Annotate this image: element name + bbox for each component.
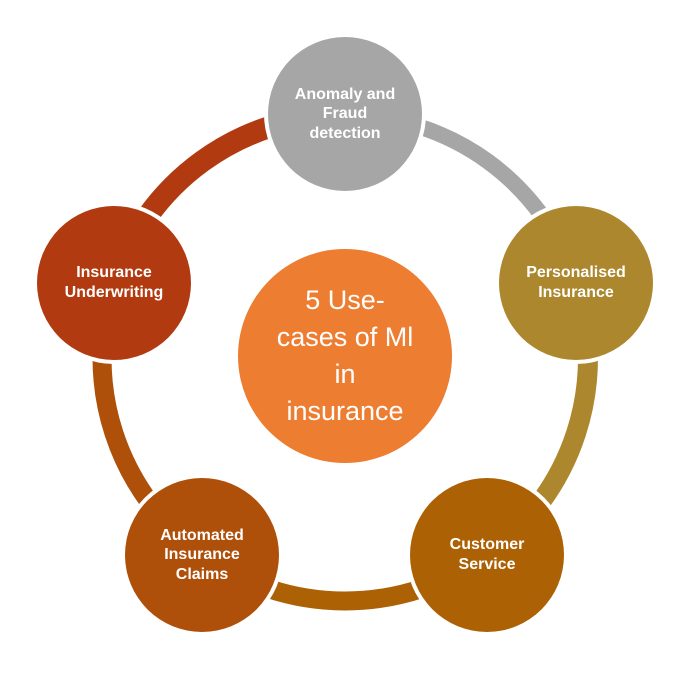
node-label: Personalised Insurance bbox=[526, 263, 626, 302]
node-label-line: Insurance bbox=[538, 284, 614, 301]
node-label-line: Automated bbox=[160, 526, 244, 544]
node-insurance-underwriting: Insurance Underwriting bbox=[37, 206, 191, 360]
node-automated-insurance-claims: Automated Insurance Claims bbox=[125, 478, 279, 632]
node-label-line: Underwriting bbox=[64, 284, 164, 301]
center-label-line: in bbox=[334, 359, 356, 389]
node-label-line: Customer bbox=[449, 536, 525, 554]
center-label-line: 5 Use- bbox=[305, 285, 385, 316]
center-label-line: insurance bbox=[286, 395, 404, 426]
node-label-line: Claims bbox=[175, 565, 229, 583]
node-label-line: detection bbox=[309, 124, 381, 142]
node-label-line: Insurance bbox=[164, 546, 240, 564]
node-label: Insurance Underwriting bbox=[65, 263, 164, 302]
center-label: 5 Use- cases of Ml in insurance bbox=[277, 282, 414, 430]
node-label-line: Personalised bbox=[526, 264, 626, 282]
center-label-line: cases of Ml bbox=[276, 322, 414, 353]
node-label-line: Insurance bbox=[76, 264, 152, 282]
node-label: Customer Service bbox=[450, 535, 525, 574]
node-customer-service: Customer Service bbox=[410, 478, 564, 632]
node-label-line: Fraud bbox=[322, 105, 368, 123]
node-anomaly-fraud-detection: Anomaly and Fraud detection bbox=[268, 37, 422, 191]
node-personalised-insurance: Personalised Insurance bbox=[499, 206, 653, 360]
node-label: Anomaly and Fraud detection bbox=[295, 85, 395, 144]
node-label: Automated Insurance Claims bbox=[160, 526, 244, 585]
center-circle: 5 Use- cases of Ml in insurance bbox=[238, 249, 452, 463]
node-label-line: Service bbox=[458, 556, 516, 573]
node-label-line: Anomaly and bbox=[294, 85, 396, 103]
